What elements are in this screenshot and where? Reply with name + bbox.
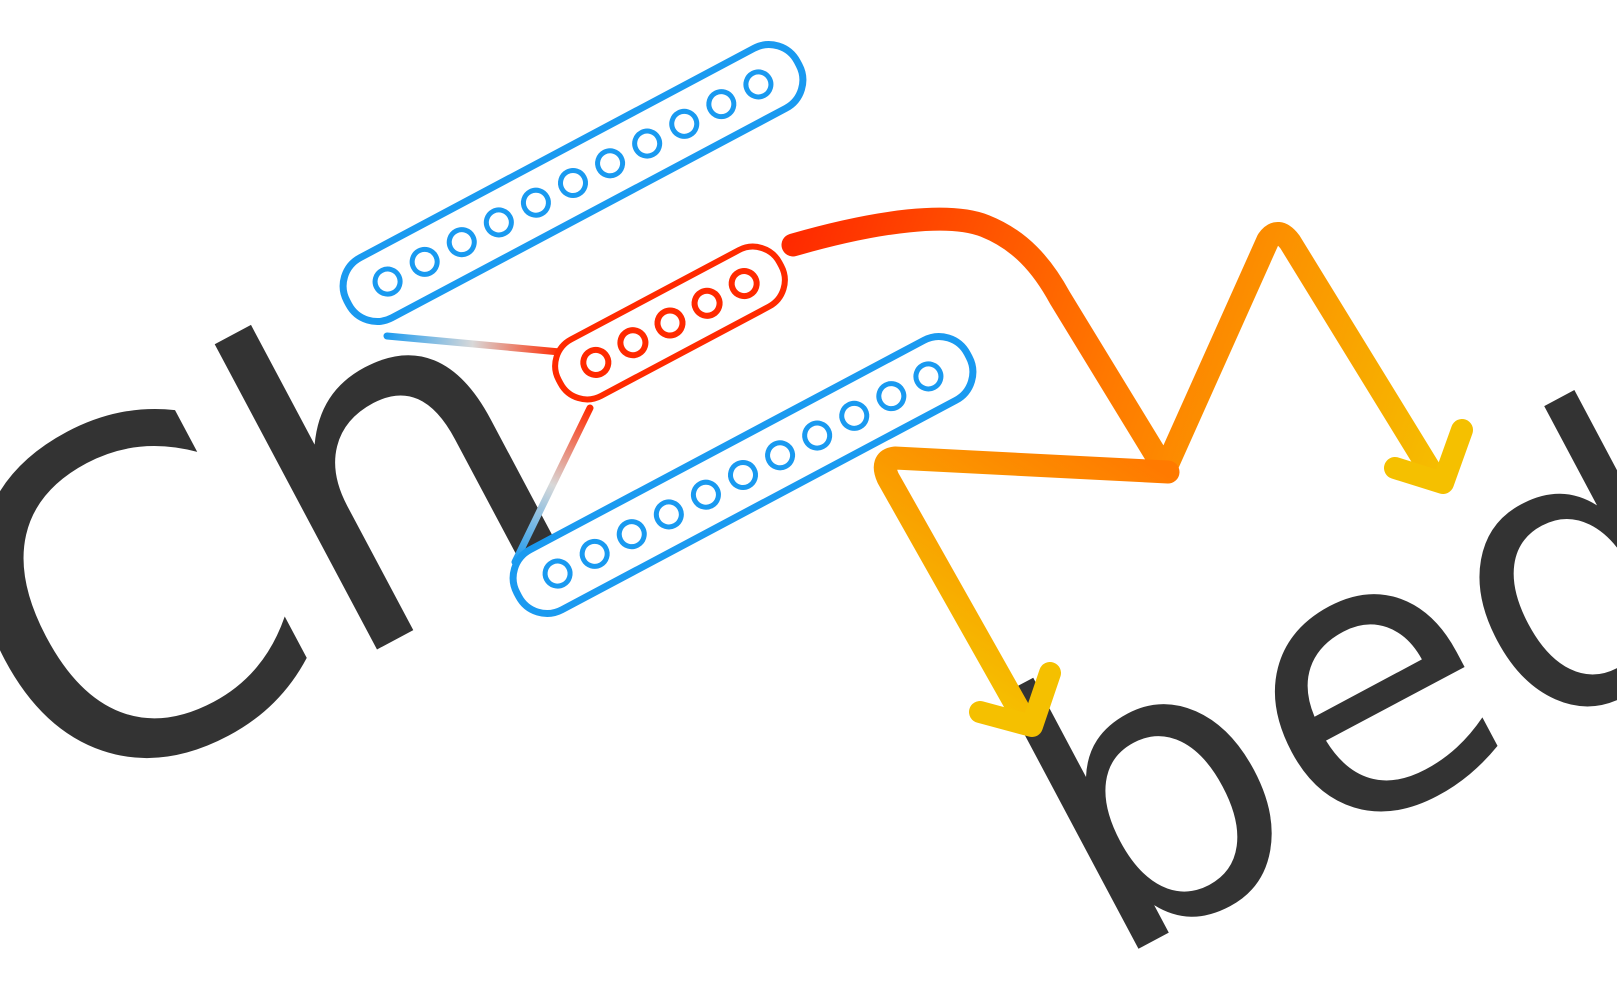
lower-embedding-vector — [509, 333, 977, 617]
upper-embedding-vector — [339, 41, 807, 325]
arrowhead-left-icon — [969, 662, 1061, 737]
wordmark-bed: bed — [942, 317, 1617, 1000]
reaction-path-branch — [873, 446, 1180, 724]
reaction-path-main — [781, 207, 1442, 482]
connector-bottom — [511, 404, 594, 566]
connector-top — [383, 332, 564, 356]
arrowhead-right-icon — [1384, 419, 1473, 494]
middle-embedding-vector — [552, 243, 788, 403]
